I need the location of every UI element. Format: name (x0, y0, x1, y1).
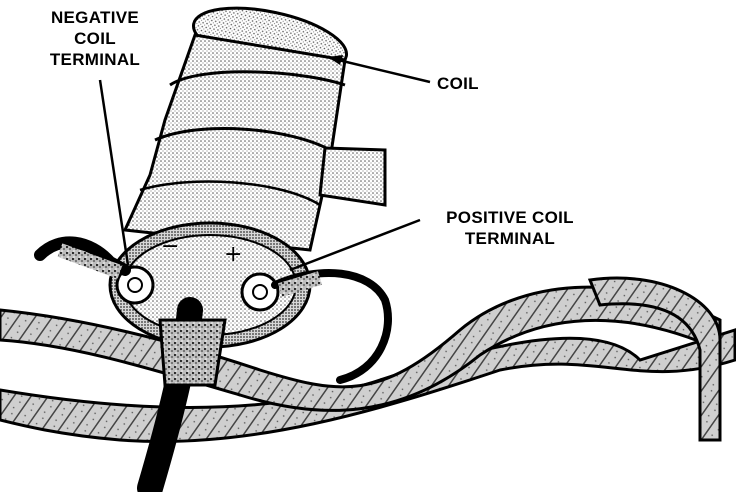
positive-terminal (240, 272, 280, 312)
braided-hose-right (587, 276, 722, 442)
positive-coil-terminal-label: POSITIVE COIL TERMINAL (446, 208, 574, 248)
minus-symbol: − (161, 234, 180, 259)
negative-coil-terminal-label: NEGATIVE COIL TERMINAL (49, 8, 141, 69)
plus-symbol: + (224, 242, 243, 267)
coil-leader-line (329, 56, 431, 84)
positive-leader-line (289, 218, 421, 272)
negative-terminal (115, 265, 155, 305)
coil-label: COIL (437, 74, 479, 93)
coil-body (108, 6, 387, 349)
negative-leader-line (98, 79, 130, 266)
